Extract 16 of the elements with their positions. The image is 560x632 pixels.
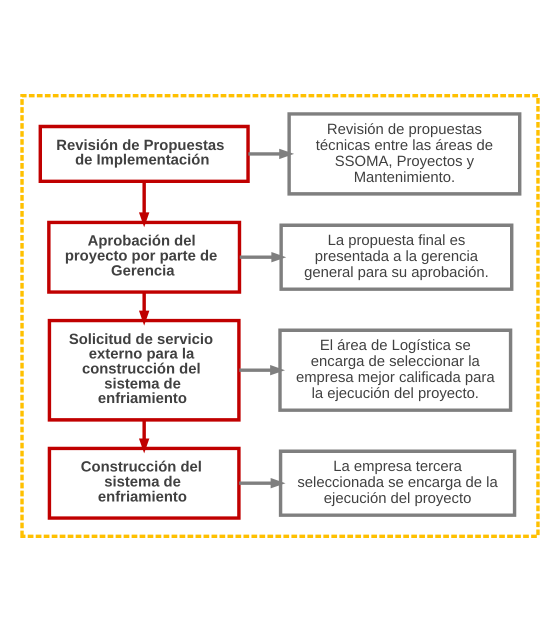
arrow xyxy=(138,182,150,228)
arrow xyxy=(138,292,150,326)
node-box: El área de Logística se encarga de seleccionar la empresa mejor calificada para la ejecución del proyecto. xyxy=(278,328,512,412)
arrow xyxy=(248,148,294,160)
arrow xyxy=(239,478,286,488)
node-box: La propuesta final es presentada a la gerencia general para su aprobación. xyxy=(279,224,514,291)
node-box: Construcción del sistema de enfriamiento xyxy=(48,446,241,520)
node-box: Revisión de propuestas técnicas entre las áreas de SSOMA, Proyectos y Mantenimiento. xyxy=(287,112,522,196)
node-box: La empresa tercera seleccionada se encarga de la ejecución del proyecto xyxy=(278,450,516,517)
cluster xyxy=(20,94,540,538)
arrow xyxy=(240,252,286,262)
arrow xyxy=(239,365,286,376)
node-box: Aprobación del proyecto por parte de Gerencia xyxy=(47,220,242,294)
arrow xyxy=(138,420,150,454)
node-box: Revisión de Propuestas de Implementación xyxy=(38,124,250,184)
node-box: Solicitud de servicio externo para la construcción del sistema de enfriamiento xyxy=(48,318,241,422)
